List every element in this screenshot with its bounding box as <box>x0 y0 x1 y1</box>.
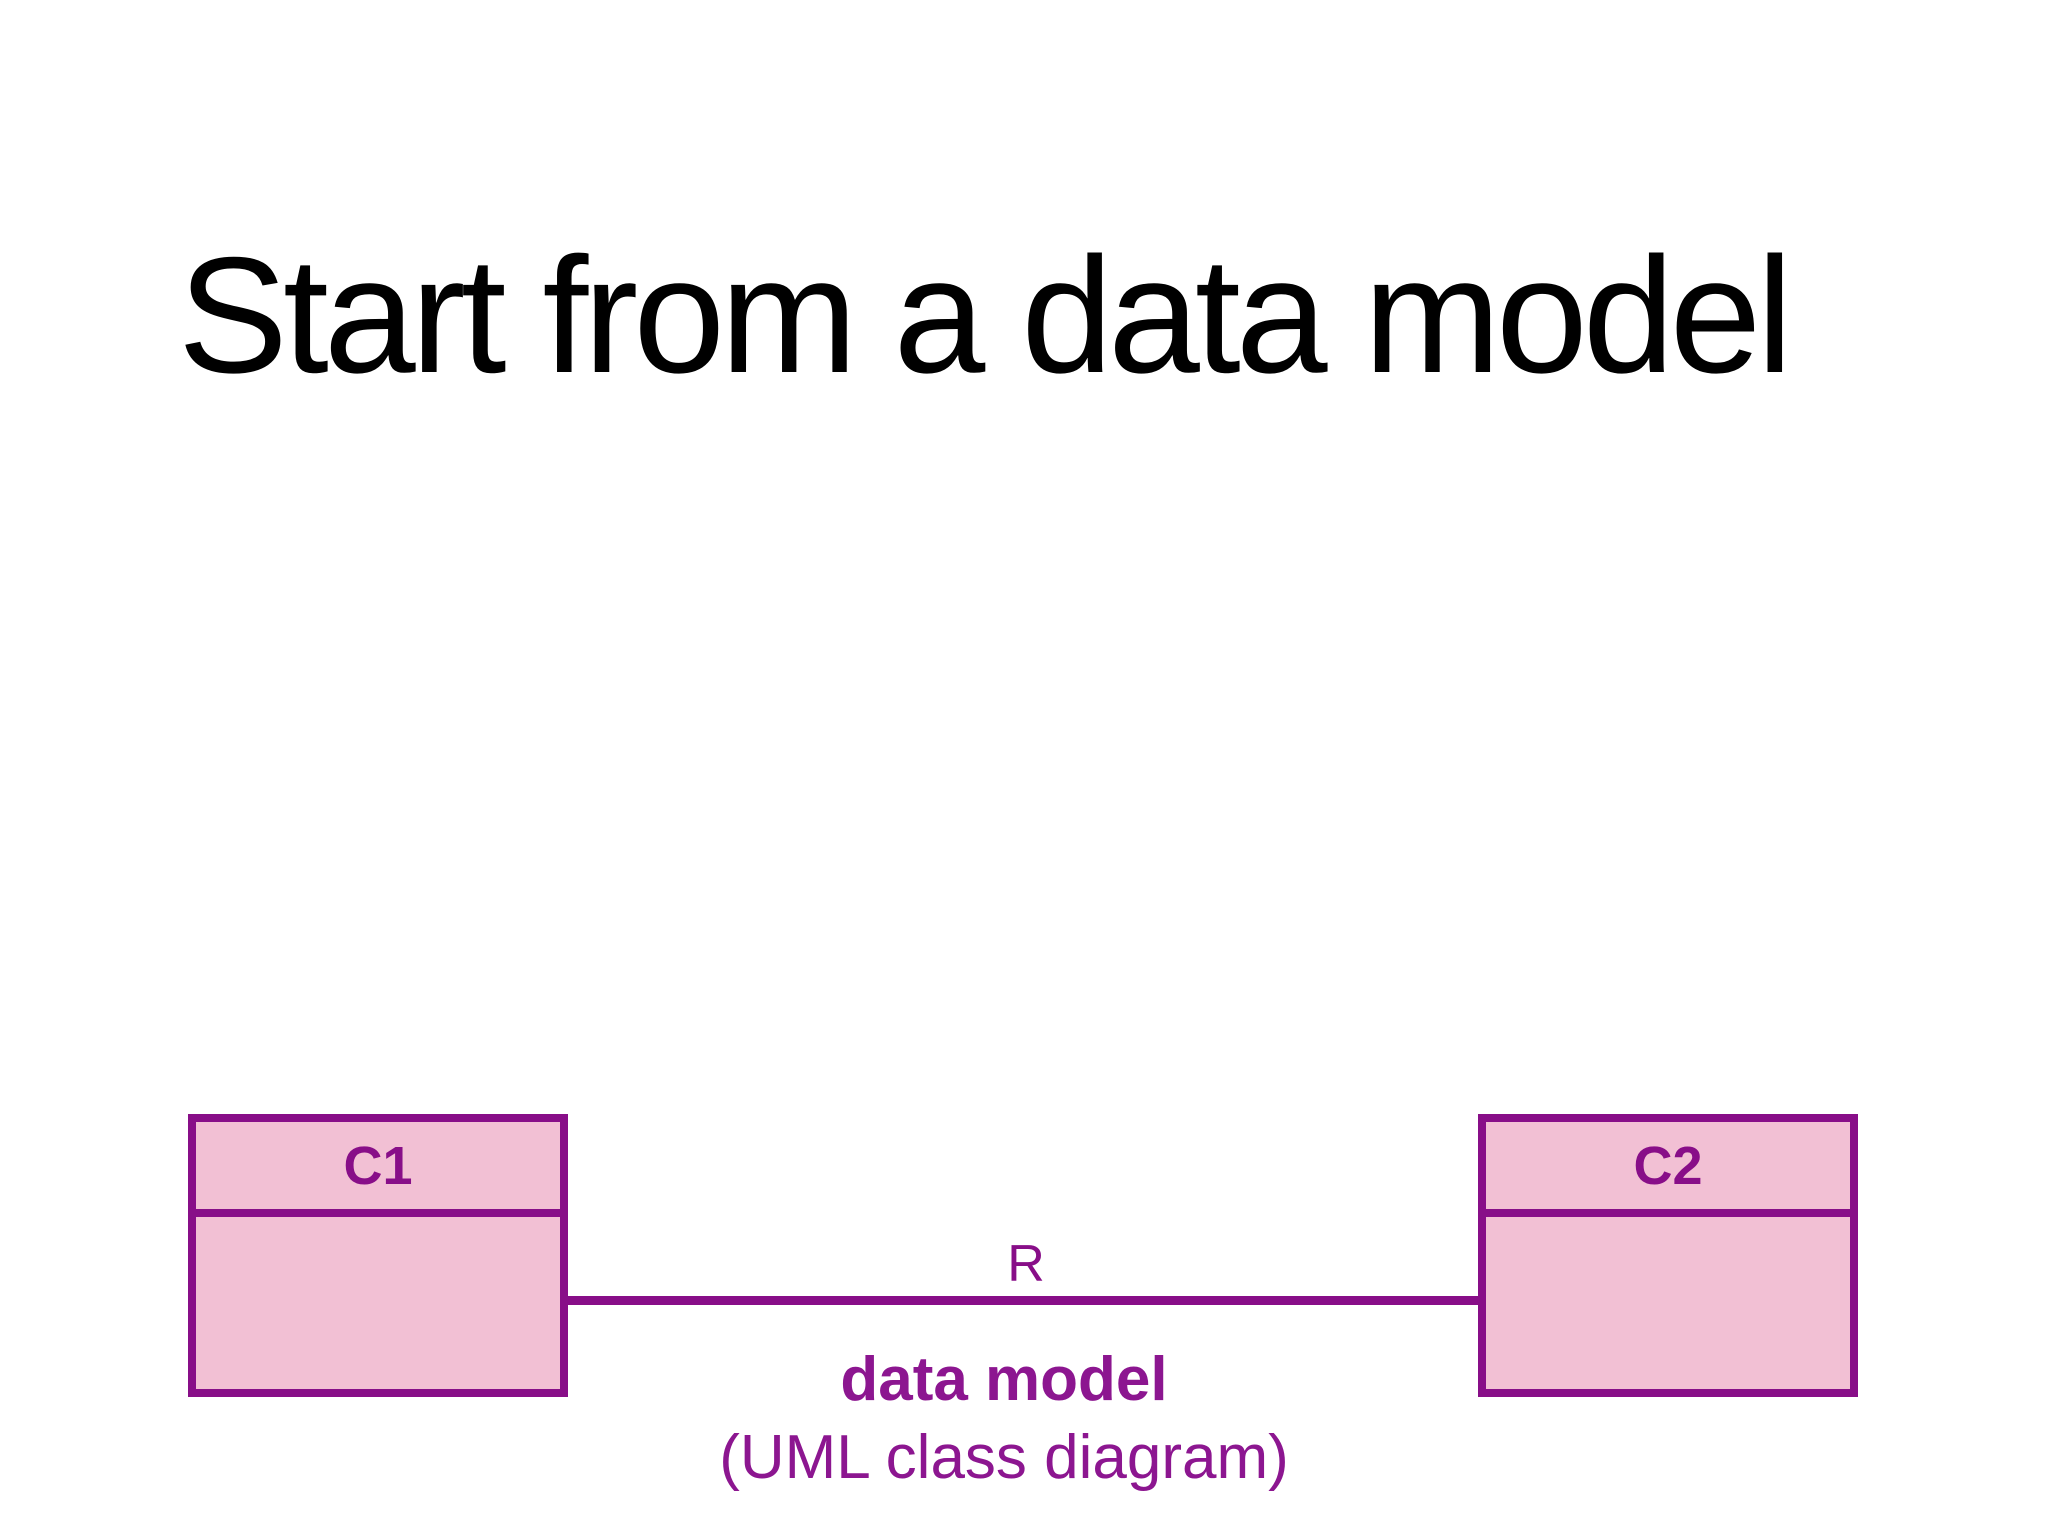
diagram-caption: data model (UML class diagram) <box>719 1341 1289 1497</box>
caption-line2: (UML class diagram) <box>719 1423 1289 1492</box>
uml-class-c1-header: C1 <box>196 1122 560 1217</box>
uml-class-c2-header: C2 <box>1486 1122 1850 1217</box>
uml-class-c2-body <box>1486 1217 1850 1389</box>
uml-class-c1-name: C1 <box>343 1135 413 1196</box>
uml-class-c1: C1 <box>188 1114 568 1397</box>
uml-class-c2-name: C2 <box>1633 1135 1703 1196</box>
uml-class-c2: C2 <box>1478 1114 1858 1397</box>
caption-line1: data model <box>840 1345 1168 1414</box>
association-label: R <box>1007 1235 1045 1293</box>
uml-class-c1-body <box>196 1217 560 1389</box>
slide-title: Start from a data model <box>177 222 1793 407</box>
association-line <box>568 1296 1478 1305</box>
